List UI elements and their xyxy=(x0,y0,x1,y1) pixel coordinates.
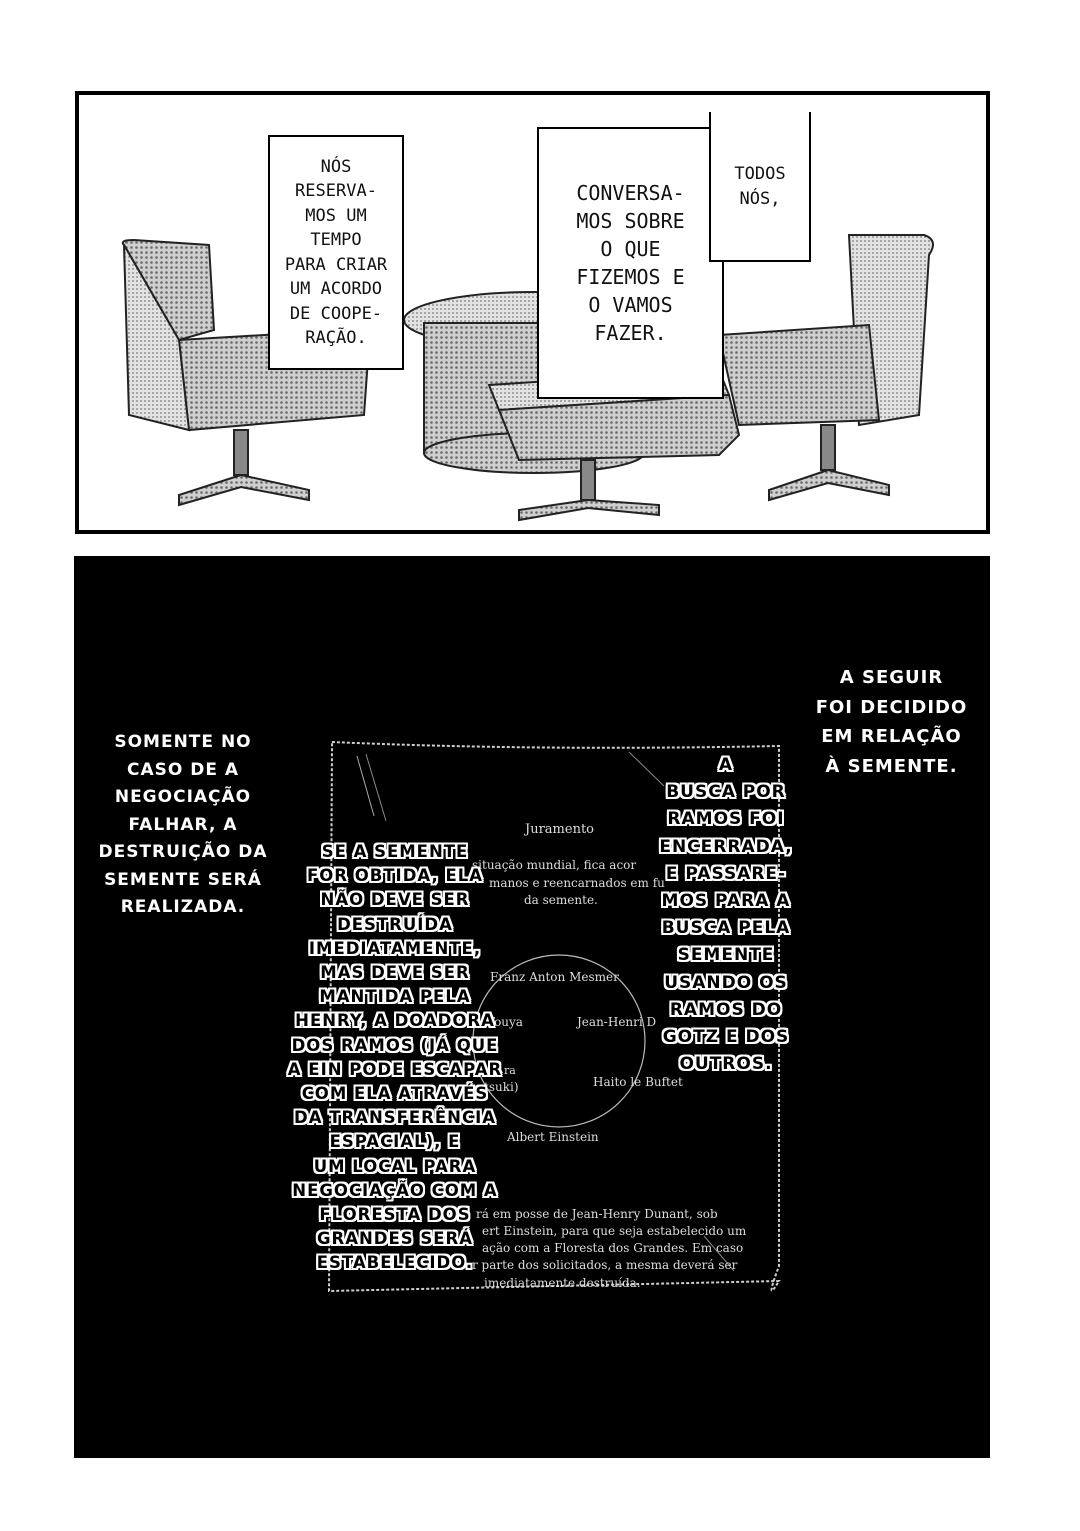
signatory-name: Jean-Henri D xyxy=(577,1015,657,1029)
bottom-panel: Juramento situação mundial, fica acor ma… xyxy=(74,556,990,1458)
caption-se-a-semente: SE A SEMENTE FOR OBTIDA, ELA NÃO DEVE SE… xyxy=(287,842,503,1273)
signatory-name: Franz Anton Mesmer xyxy=(490,970,619,984)
document-bottom-line-5: imediatamente destruída. xyxy=(484,1276,641,1290)
meeting-room-illustration xyxy=(121,234,934,522)
document-bottom-line-3: ação com a Floresta dos Grandes. Em caso xyxy=(482,1241,744,1255)
signatory-name: Albert Einstein xyxy=(507,1130,599,1144)
caption-busca: A BUSCA POR RAMOS FOI ENCERRADA, E PASSA… xyxy=(659,755,793,1075)
caption-somente: SOMENTE NO CASO DE A NEGOCIAÇÃO FALHAR, … xyxy=(98,732,268,917)
chair-right xyxy=(717,234,934,502)
signatory-name: Haito le Buftet xyxy=(593,1075,683,1089)
document-line-2: manos e reencarnados em fu xyxy=(489,876,665,890)
signatory-name: ra xyxy=(504,1064,516,1077)
speech-bubble-reservamos: NÓS RESERVA- MOS UM TEMPO PARA CRIAR UM … xyxy=(268,135,404,370)
document-line-3: da semente. xyxy=(524,893,598,907)
document-bottom-line-2: ert Einstein, para que seja estabelecido… xyxy=(482,1224,747,1238)
document-bottom-line-4: r parte dos solicitados, a mesma deverá … xyxy=(472,1258,738,1272)
speech-bubble-todos: TODOS NÓS, xyxy=(709,112,811,262)
speech-bubble-conversamos: CONVERSA- MOS SOBRE O QUE FIZEMOS E O VA… xyxy=(537,127,724,399)
oath-document-illustration xyxy=(327,740,781,1293)
document-line-1: situação mundial, fica acor xyxy=(472,858,637,872)
caption-a-seguir: A SEGUIR FOI DECIDIDO EM RELAÇÃO À SEMEN… xyxy=(815,667,968,777)
top-panel: NÓS RESERVA- MOS UM TEMPO PARA CRIAR UM … xyxy=(75,91,990,534)
signatory-name: Touya xyxy=(487,1015,523,1029)
signatory-name: tsuki) xyxy=(484,1080,519,1094)
document-bottom-line-1: rá em posse de Jean-Henry Dunant, sob xyxy=(476,1207,718,1221)
document-title: Juramento xyxy=(525,822,594,837)
